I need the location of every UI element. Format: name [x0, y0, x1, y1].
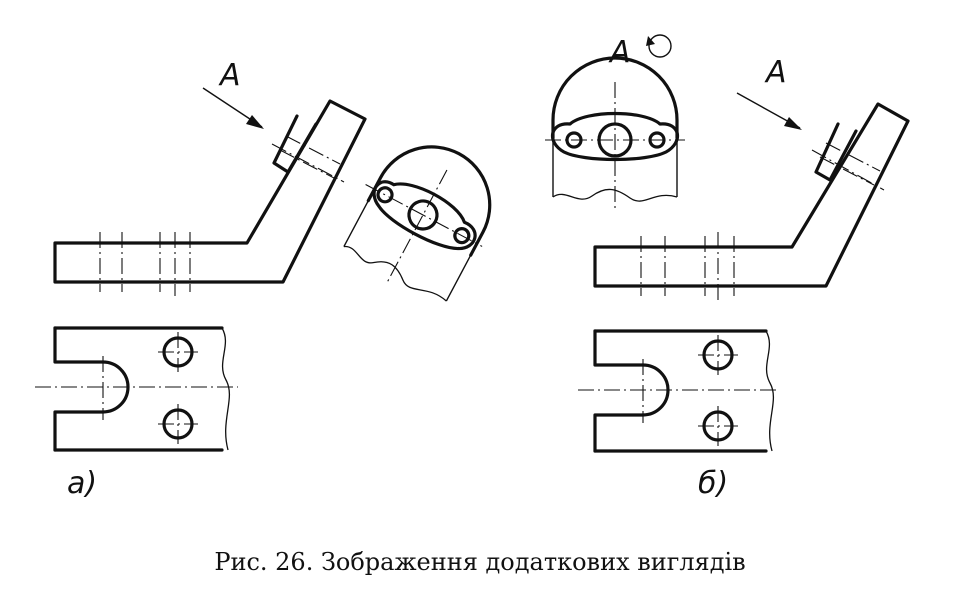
bracket-front-view-a	[53, 99, 367, 296]
variant-label-a: а)	[67, 466, 97, 501]
figure-caption: Рис. 26. Зображення додаткових виглядів	[214, 548, 746, 576]
bracket-top-view-b	[578, 329, 780, 453]
variant-label-b: б)	[698, 466, 728, 501]
view-label-a: A	[218, 58, 241, 93]
variant-b-drawing: A A	[545, 34, 910, 501]
view-arrow-a	[202, 87, 264, 129]
variant-a-drawing: A	[35, 58, 492, 501]
bracket-top-view-a	[35, 326, 238, 452]
auxiliary-view-a	[343, 145, 492, 302]
auxiliary-view-b	[545, 56, 685, 212]
view-label-b-rotated: A	[608, 35, 631, 70]
view-arrow-b	[736, 92, 802, 130]
bracket-front-view-b	[593, 102, 910, 300]
rotation-sign-icon	[646, 34, 672, 58]
view-label-b: A	[764, 55, 787, 90]
